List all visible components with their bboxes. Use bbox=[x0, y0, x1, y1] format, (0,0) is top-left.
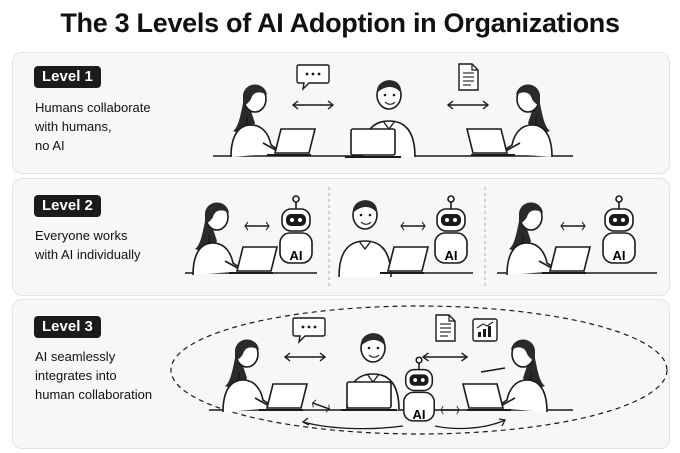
level-1-illustration bbox=[213, 63, 573, 158]
double-arrow-icon bbox=[440, 405, 460, 415]
double-arrow-icon bbox=[422, 352, 468, 362]
robot-label: AI bbox=[413, 407, 426, 422]
double-arrow-icon bbox=[244, 221, 270, 231]
level-2-panel: Level 2 Everyone works with AI individua… bbox=[12, 178, 670, 296]
chat-bubble-icon bbox=[296, 64, 330, 90]
person-icon bbox=[499, 83, 553, 158]
laptop-icon bbox=[340, 381, 398, 411]
level-2-badge: Level 2 bbox=[34, 195, 101, 217]
document-icon bbox=[435, 314, 456, 342]
person-icon bbox=[338, 199, 392, 278]
level-2-description: Everyone works with AI individually bbox=[35, 228, 141, 262]
level-3-illustration: AI bbox=[170, 305, 668, 435]
laptop-icon bbox=[344, 128, 402, 158]
robot-label: AI bbox=[290, 248, 303, 263]
double-arrow-icon bbox=[447, 100, 489, 110]
person-icon bbox=[222, 338, 276, 413]
chart-icon bbox=[472, 318, 498, 342]
chat-bubble-icon bbox=[292, 317, 326, 343]
level-3-panel: Level 3 AI seamlessly integrates into hu… bbox=[12, 299, 670, 449]
level-3-badge: Level 3 bbox=[34, 316, 101, 338]
page-title: The 3 Levels of AI Adoption in Organizat… bbox=[60, 8, 620, 38]
level-3-description: AI seamlessly integrates into human coll… bbox=[35, 349, 153, 402]
document-icon bbox=[458, 63, 479, 91]
double-arrow-icon bbox=[292, 100, 334, 110]
level-1-description: Humans collaborate with humans, no AI bbox=[35, 100, 151, 153]
level-2-illustration: AI AI AI bbox=[185, 187, 657, 287]
person-icon bbox=[230, 83, 284, 158]
double-arrow-icon bbox=[284, 352, 326, 362]
double-arrow-icon bbox=[560, 221, 586, 231]
robot-label: AI bbox=[613, 248, 626, 263]
level-1-panel: Level 1 Humans collaborate with humans, … bbox=[12, 52, 670, 174]
double-arrow-icon bbox=[310, 398, 332, 414]
double-arrow-icon bbox=[400, 221, 426, 231]
person-icon bbox=[494, 338, 548, 413]
robot-label: AI bbox=[445, 248, 458, 263]
person-icon bbox=[192, 201, 246, 276]
level-1-badge: Level 1 bbox=[34, 66, 101, 88]
